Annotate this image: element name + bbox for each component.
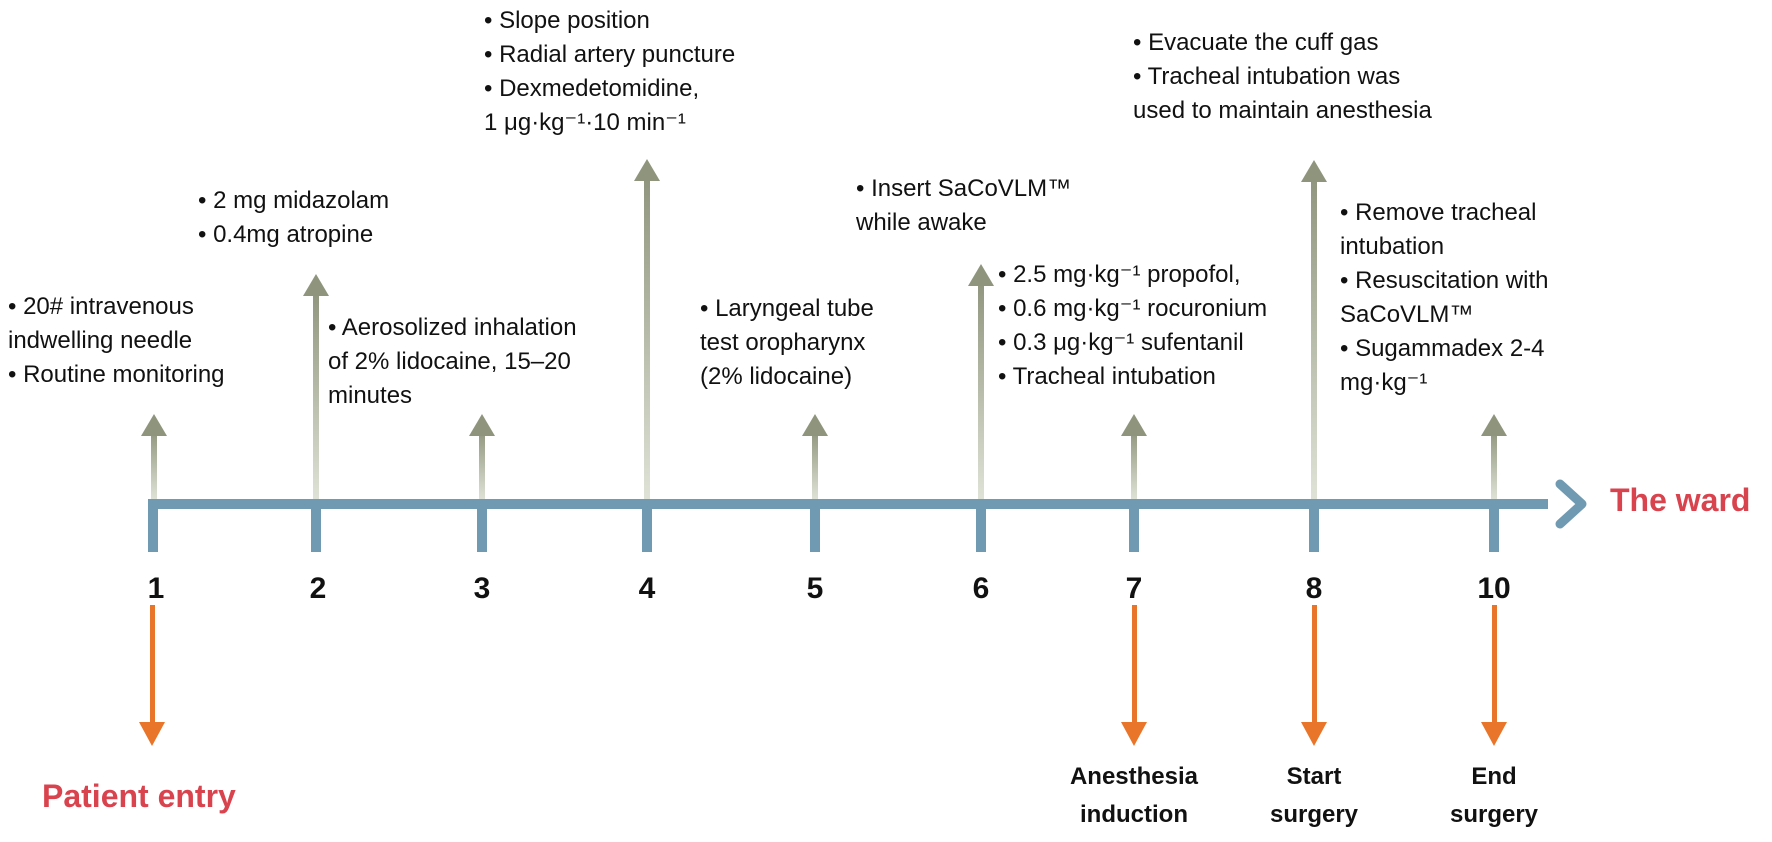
- ward-label: The ward: [1610, 482, 1751, 518]
- tick-mark-10: [1489, 499, 1499, 552]
- tick-mark-7: [1129, 499, 1139, 552]
- note-line: • Tracheal intubation was: [1133, 63, 1401, 90]
- phase-line: Anesthesia: [1069, 763, 1199, 790]
- note-step-3: • Aerosolized inhalation of 2% lidocaine…: [328, 311, 577, 413]
- tick-label-3: 3: [473, 572, 491, 605]
- up-arrow-8: [1301, 160, 1327, 500]
- note-line: • Sugammadex 2-4: [1340, 335, 1545, 362]
- note-line: while awake: [856, 209, 987, 236]
- up-arrow-1: [141, 414, 167, 500]
- note-line: • 0.4mg atropine: [198, 221, 374, 248]
- phase-line: End: [1471, 763, 1517, 790]
- up-arrow-5: [802, 414, 828, 500]
- note-line: • 0.6 mg·kg⁻¹ rocuronium: [998, 295, 1268, 322]
- note-line: test oropharynx: [700, 329, 866, 356]
- start-surgery-label: Start surgery: [1234, 758, 1394, 834]
- note-line: SaCoVLM™: [1340, 301, 1474, 328]
- tick-label-6: 6: [972, 572, 990, 605]
- note-step-7: • 2.5 mg·kg⁻¹ propofol, • 0.6 mg·kg⁻¹ ro…: [998, 258, 1267, 394]
- down-arrow-end: [1481, 605, 1507, 746]
- down-arrow-entry: [139, 605, 165, 746]
- note-line: • Routine monitoring: [8, 361, 225, 388]
- tick-label-2: 2: [309, 572, 327, 605]
- note-step-1: • 20# intravenous indwelling needle • Ro…: [8, 290, 225, 392]
- note-step-8: • Evacuate the cuff gas • Tracheal intub…: [1133, 26, 1432, 128]
- note-line: intubation: [1340, 233, 1445, 260]
- up-arrow-2: [303, 274, 329, 500]
- tick-label-4: 4: [638, 572, 656, 605]
- patient-entry-label: Patient entry: [42, 778, 236, 814]
- tick-label-5: 5: [806, 572, 824, 605]
- anesthesia-induction-label: Anesthesia induction: [1034, 758, 1234, 834]
- note-line: (2% lidocaine): [700, 363, 853, 390]
- tick-marks: [148, 499, 1499, 552]
- end-surgery-label: End surgery: [1414, 758, 1574, 834]
- note-line: 1 μg·kg⁻¹·10 min⁻¹: [484, 109, 686, 136]
- note-line: • Radial artery puncture: [484, 41, 736, 68]
- phase-line: surgery: [1449, 801, 1539, 828]
- tick-label-1: 1: [147, 572, 165, 605]
- up-arrows: [141, 159, 1507, 500]
- note-line: • Aerosolized inhalation: [328, 314, 577, 341]
- note-line: • Dexmedetomidine,: [484, 75, 700, 102]
- note-line: of 2% lidocaine, 15–20: [328, 348, 571, 375]
- note-line: minutes: [328, 382, 413, 409]
- down-arrows: [139, 605, 1507, 746]
- note-line: mg·kg⁻¹: [1340, 369, 1428, 396]
- note-line: • Slope position: [484, 7, 650, 34]
- note-line: • Evacuate the cuff gas: [1133, 29, 1379, 56]
- tick-label-10: 10: [1477, 572, 1511, 605]
- up-arrow-7: [1121, 414, 1147, 500]
- phase-line: induction: [1080, 801, 1188, 828]
- note-line: • 20# intravenous: [8, 293, 194, 320]
- phase-line: surgery: [1269, 801, 1359, 828]
- tick-label-8: 8: [1305, 572, 1323, 605]
- tick-mark-3: [477, 499, 487, 552]
- note-step-4: • Slope position • Radial artery punctur…: [484, 4, 735, 140]
- down-arrow-start: [1301, 605, 1327, 746]
- note-line: • 2.5 mg·kg⁻¹ propofol,: [998, 261, 1241, 288]
- tick-label-7: 7: [1125, 572, 1143, 605]
- note-step-2: • 2 mg midazolam • 0.4mg atropine: [198, 184, 389, 252]
- note-line: • Insert SaCoVLM™: [856, 175, 1072, 202]
- tick-mark-5: [810, 499, 820, 552]
- note-line: used to maintain anesthesia: [1133, 97, 1432, 124]
- timeline-axis: [148, 479, 1587, 529]
- up-arrow-3: [469, 414, 495, 500]
- down-arrow-induction: [1121, 605, 1147, 746]
- tick-mark-8: [1309, 499, 1319, 552]
- up-arrow-10: [1481, 414, 1507, 500]
- tick-mark-1: [148, 499, 158, 552]
- note-step-6: • Insert SaCoVLM™ while awake: [856, 172, 1071, 240]
- note-line: • Laryngeal tube: [700, 295, 874, 322]
- note-line: • Resuscitation with: [1340, 267, 1549, 294]
- tick-mark-2: [311, 499, 321, 552]
- note-line: • 0.3 μg·kg⁻¹ sufentanil: [998, 329, 1244, 356]
- note-line: • 2 mg midazolam: [198, 187, 390, 214]
- up-arrow-4: [634, 159, 660, 500]
- tick-mark-4: [642, 499, 652, 552]
- phase-line: Start: [1286, 763, 1342, 790]
- note-step-10: • Remove tracheal intubation • Resuscita…: [1340, 196, 1549, 400]
- note-line: • Tracheal intubation: [998, 363, 1216, 390]
- up-arrow-6: [968, 264, 994, 500]
- note-step-5: • Laryngeal tube test oropharynx (2% lid…: [700, 292, 874, 394]
- tick-mark-6: [976, 499, 986, 552]
- note-line: indwelling needle: [8, 327, 193, 354]
- note-line: • Remove tracheal: [1340, 199, 1537, 226]
